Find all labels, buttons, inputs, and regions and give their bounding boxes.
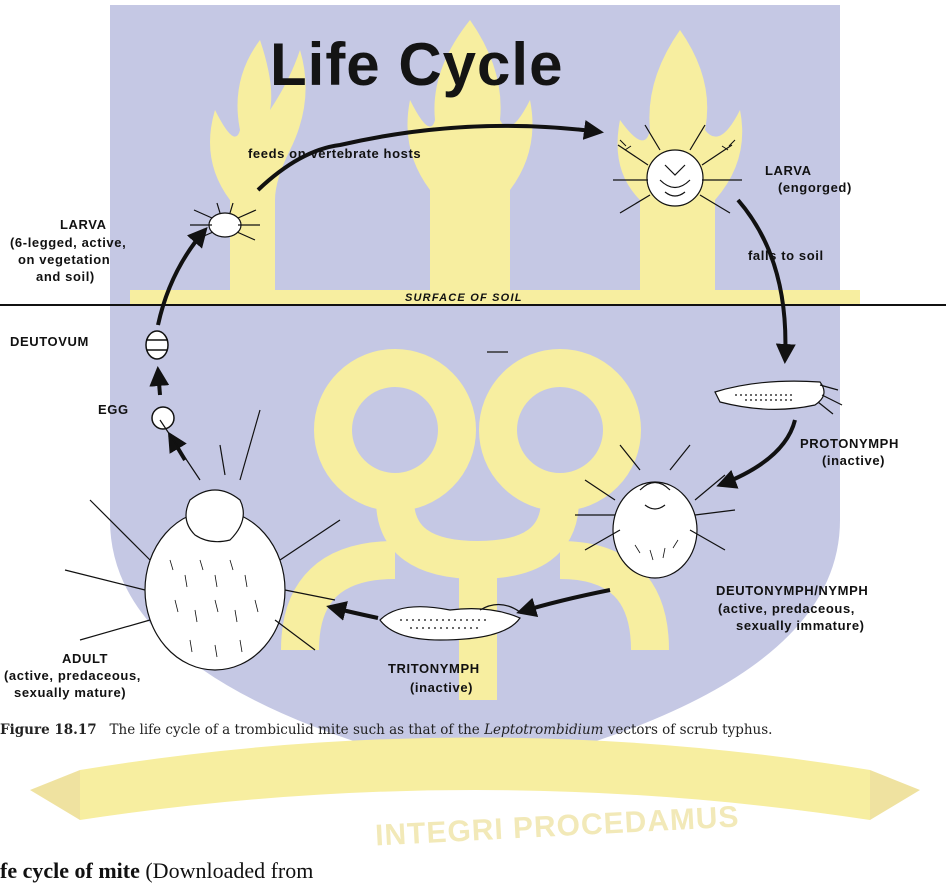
- caption-text-before: The life cycle of a trombiculid mite suc…: [110, 722, 480, 738]
- adult-label: ADULT: [62, 651, 108, 667]
- larva-active-line2: on vegetation: [18, 252, 110, 268]
- deutonymph-line1: (active, predaceous,: [718, 601, 855, 617]
- tritonymph-label: TRITONYMPH: [388, 661, 480, 677]
- transition-falls-label: falls to soil: [748, 248, 824, 264]
- deutonymph-line2: sexually immature): [736, 618, 865, 634]
- caption-genus: Leptotrombidium: [484, 722, 603, 738]
- protonymph-note: (inactive): [822, 453, 885, 469]
- footer-bold: fe cycle of mite: [0, 858, 140, 883]
- tritonymph-note: (inactive): [410, 680, 473, 696]
- larva-active-line1: (6-legged, active,: [10, 235, 126, 251]
- egg-illustration: [152, 407, 174, 429]
- deutonymph-label: DEUTONYMPH/NYMPH: [716, 583, 868, 599]
- watermark-ribbon: [30, 738, 920, 821]
- adult-line1: (active, predaceous,: [4, 668, 141, 684]
- deutovum-illustration: [146, 331, 168, 359]
- footer-text: fe cycle of mite (Downloaded from: [0, 858, 313, 884]
- soil-surface-label: SURFACE OF SOIL: [405, 290, 523, 306]
- larva-engorged-note: (engorged): [778, 180, 852, 196]
- larva-active-label: LARVA: [60, 217, 107, 233]
- larva-engorged-label: LARVA: [765, 163, 812, 179]
- figure-number: Figure 18.17: [0, 722, 97, 738]
- deutovum-label: DEUTOVUM: [10, 334, 89, 350]
- diagram-title: Life Cycle: [270, 30, 563, 99]
- adult-line2: sexually mature): [14, 685, 126, 701]
- transition-feeds-label: feeds on vertebrate hosts: [248, 146, 421, 162]
- egg-label: EGG: [98, 402, 129, 418]
- protonymph-label: PROTONYMPH: [800, 436, 899, 452]
- arrow-egg-to-deutovum: [158, 370, 160, 395]
- footer-rest: (Downloaded from: [140, 858, 314, 883]
- caption-text-after: vectors of scrub typhus.: [608, 722, 773, 738]
- figure-caption: Figure 18.17 The life cycle of a trombic…: [0, 723, 940, 738]
- larva-active-line3: and soil): [36, 269, 95, 285]
